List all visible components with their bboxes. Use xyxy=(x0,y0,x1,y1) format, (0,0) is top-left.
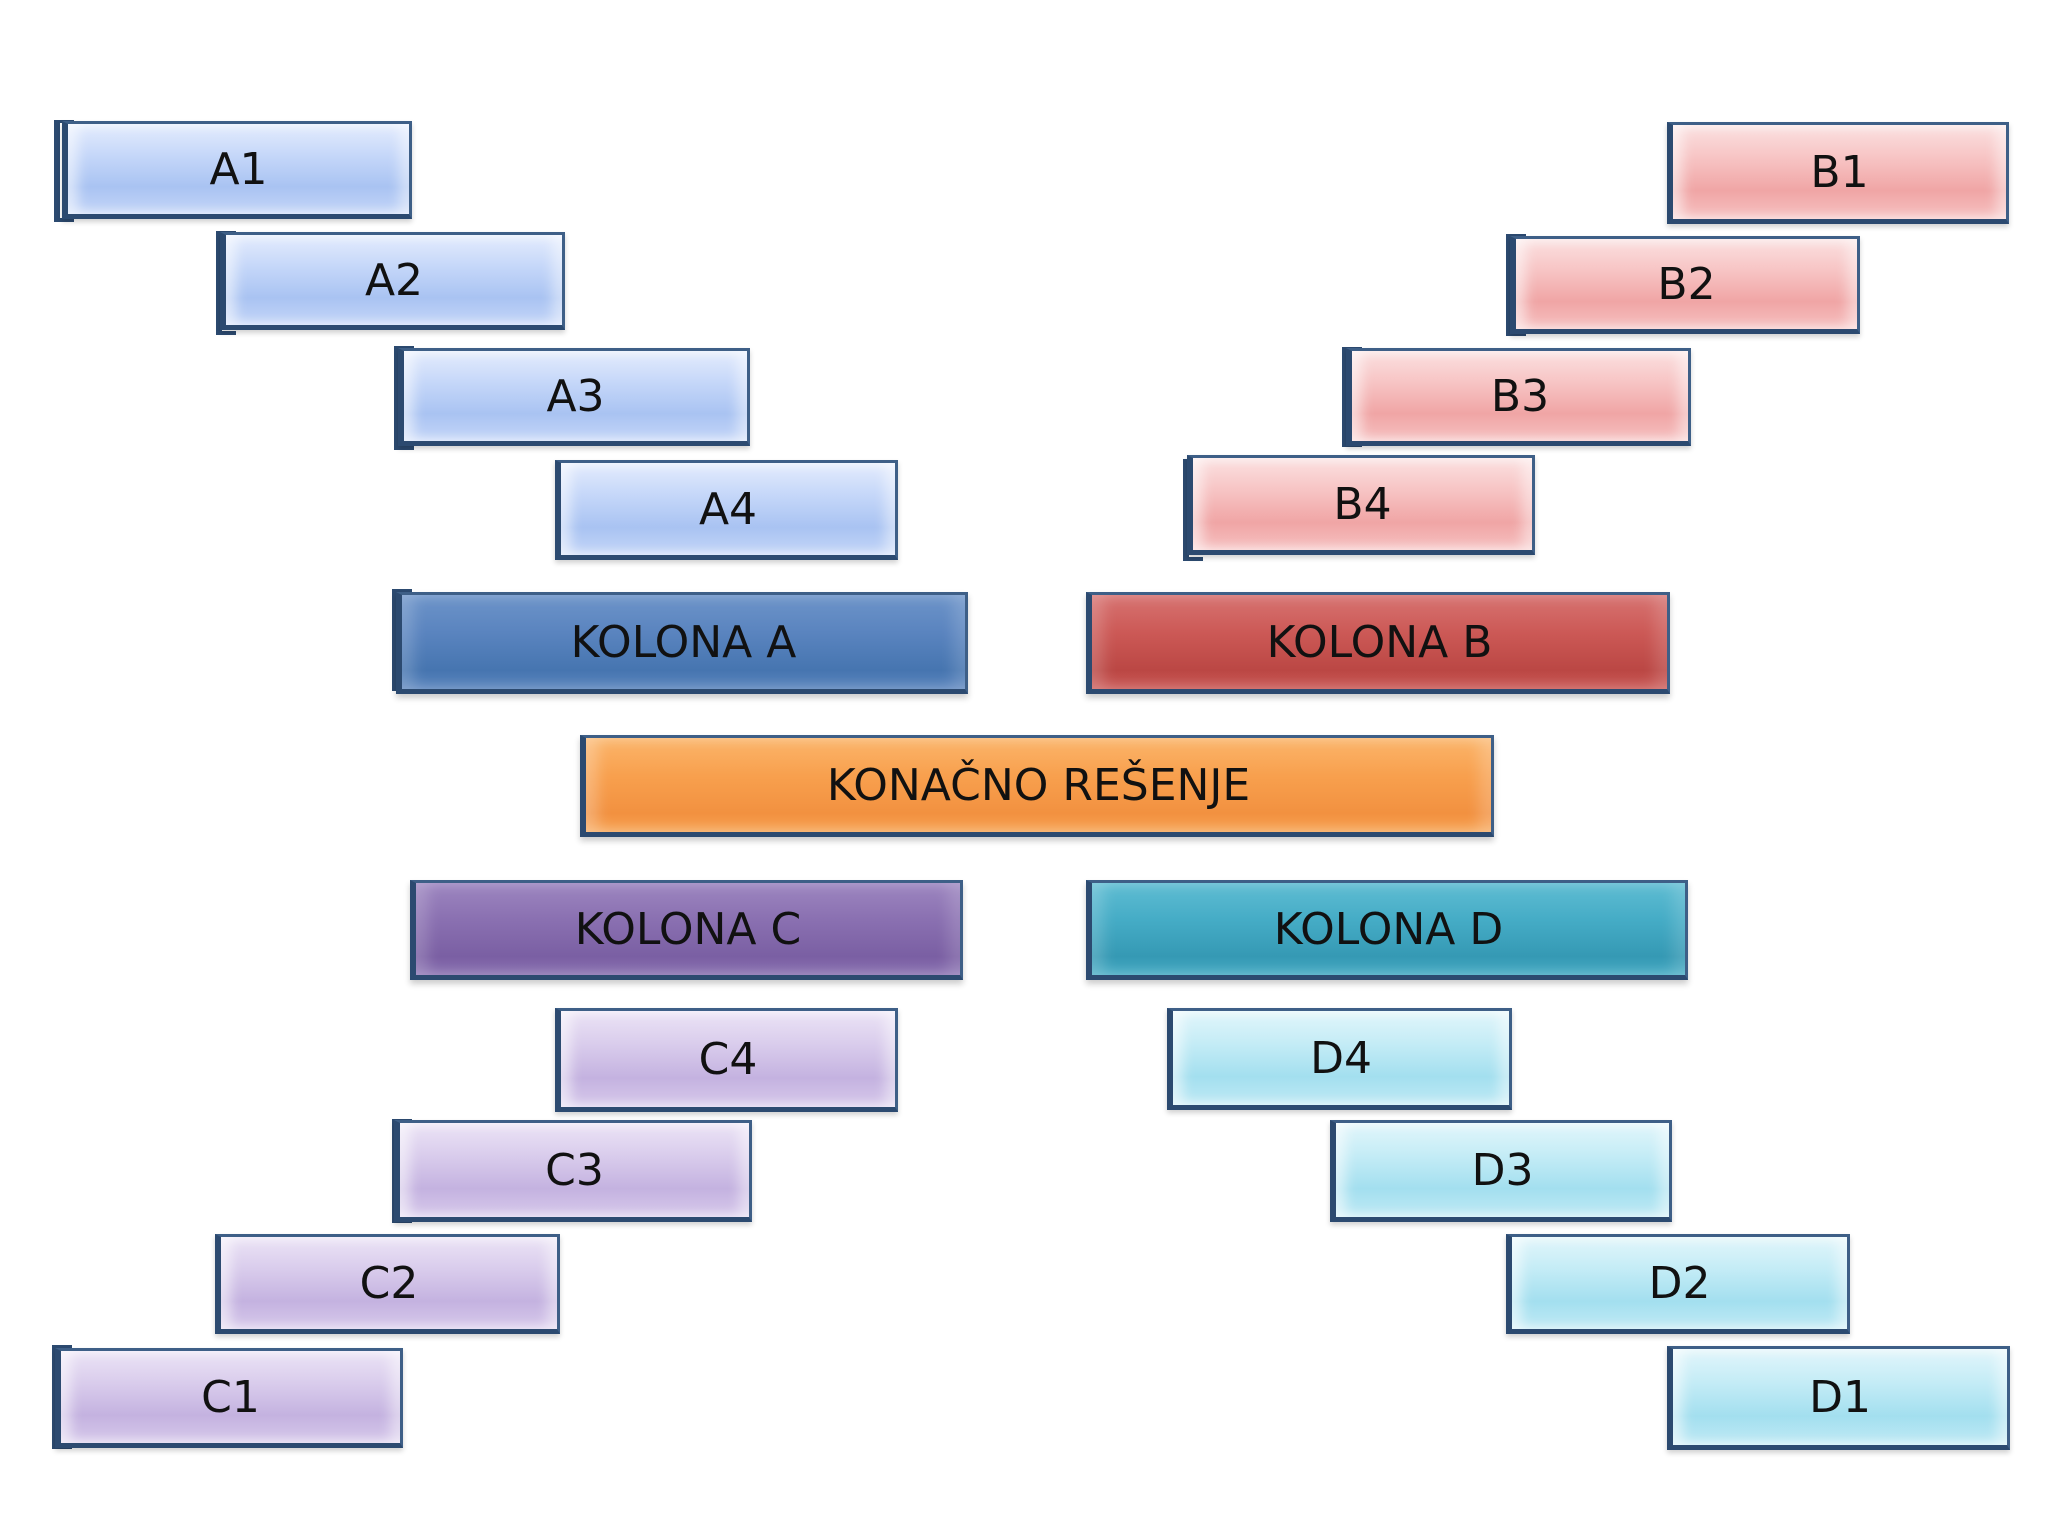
cell-a3-label: A3 xyxy=(546,370,605,422)
cell-d2-label: D2 xyxy=(1648,1257,1711,1309)
column-b-header[interactable]: KOLONA B xyxy=(1086,592,1670,694)
cell-d4-label: D4 xyxy=(1310,1032,1372,1084)
cell-d3[interactable]: D3 xyxy=(1330,1120,1672,1222)
cell-d2[interactable]: D2 xyxy=(1506,1234,1850,1334)
cell-a2[interactable]: A2 xyxy=(220,232,565,330)
cell-c3-label: C3 xyxy=(545,1144,604,1196)
column-d-label: KOLONA D xyxy=(1273,903,1504,955)
cell-c4-label: C4 xyxy=(698,1033,758,1085)
cell-a3[interactable]: A3 xyxy=(398,348,750,446)
cell-d3-label: D3 xyxy=(1471,1144,1534,1196)
cell-d1[interactable]: D1 xyxy=(1667,1346,2010,1450)
cell-b2-label: B2 xyxy=(1657,258,1716,310)
cell-a1[interactable]: A1 xyxy=(62,121,412,219)
cell-d4[interactable]: D4 xyxy=(1167,1008,1512,1110)
column-c-header[interactable]: KOLONA C xyxy=(410,880,963,980)
cell-b4[interactable]: B4 xyxy=(1187,455,1535,555)
cell-b1[interactable]: B1 xyxy=(1667,122,2009,224)
cell-a2-label: A2 xyxy=(364,254,424,306)
final-answer-label: KONAČNO REŠENJE xyxy=(826,759,1251,811)
cell-b4-label: B4 xyxy=(1333,478,1392,530)
column-d-header[interactable]: KOLONA D xyxy=(1086,880,1688,980)
cell-c1[interactable]: C1 xyxy=(55,1348,403,1448)
cell-b3[interactable]: B3 xyxy=(1346,348,1691,446)
tile-frame xyxy=(394,346,414,450)
cell-b3-label: B3 xyxy=(1490,370,1550,422)
final-answer[interactable]: KONAČNO REŠENJE xyxy=(580,735,1494,837)
cell-d1-label: D1 xyxy=(1809,1371,1871,1423)
column-b-label: KOLONA B xyxy=(1266,616,1493,668)
cell-c3[interactable]: C3 xyxy=(394,1120,752,1222)
cell-b2[interactable]: B2 xyxy=(1510,236,1860,334)
column-a-header[interactable]: KOLONA A xyxy=(396,592,968,694)
tile-frame xyxy=(1506,234,1526,336)
cell-a4[interactable]: A4 xyxy=(555,460,898,560)
cell-c2[interactable]: C2 xyxy=(215,1234,560,1334)
cell-c2-label: C2 xyxy=(359,1257,419,1309)
cell-a1-label: A1 xyxy=(209,143,268,195)
column-c-label: KOLONA C xyxy=(574,903,802,955)
cell-a4-label: A4 xyxy=(698,483,758,535)
cell-c4[interactable]: C4 xyxy=(555,1008,898,1112)
cell-b1-label: B1 xyxy=(1810,146,1869,198)
cell-c1-label: C1 xyxy=(201,1371,260,1423)
column-a-label: KOLONA A xyxy=(570,616,797,668)
